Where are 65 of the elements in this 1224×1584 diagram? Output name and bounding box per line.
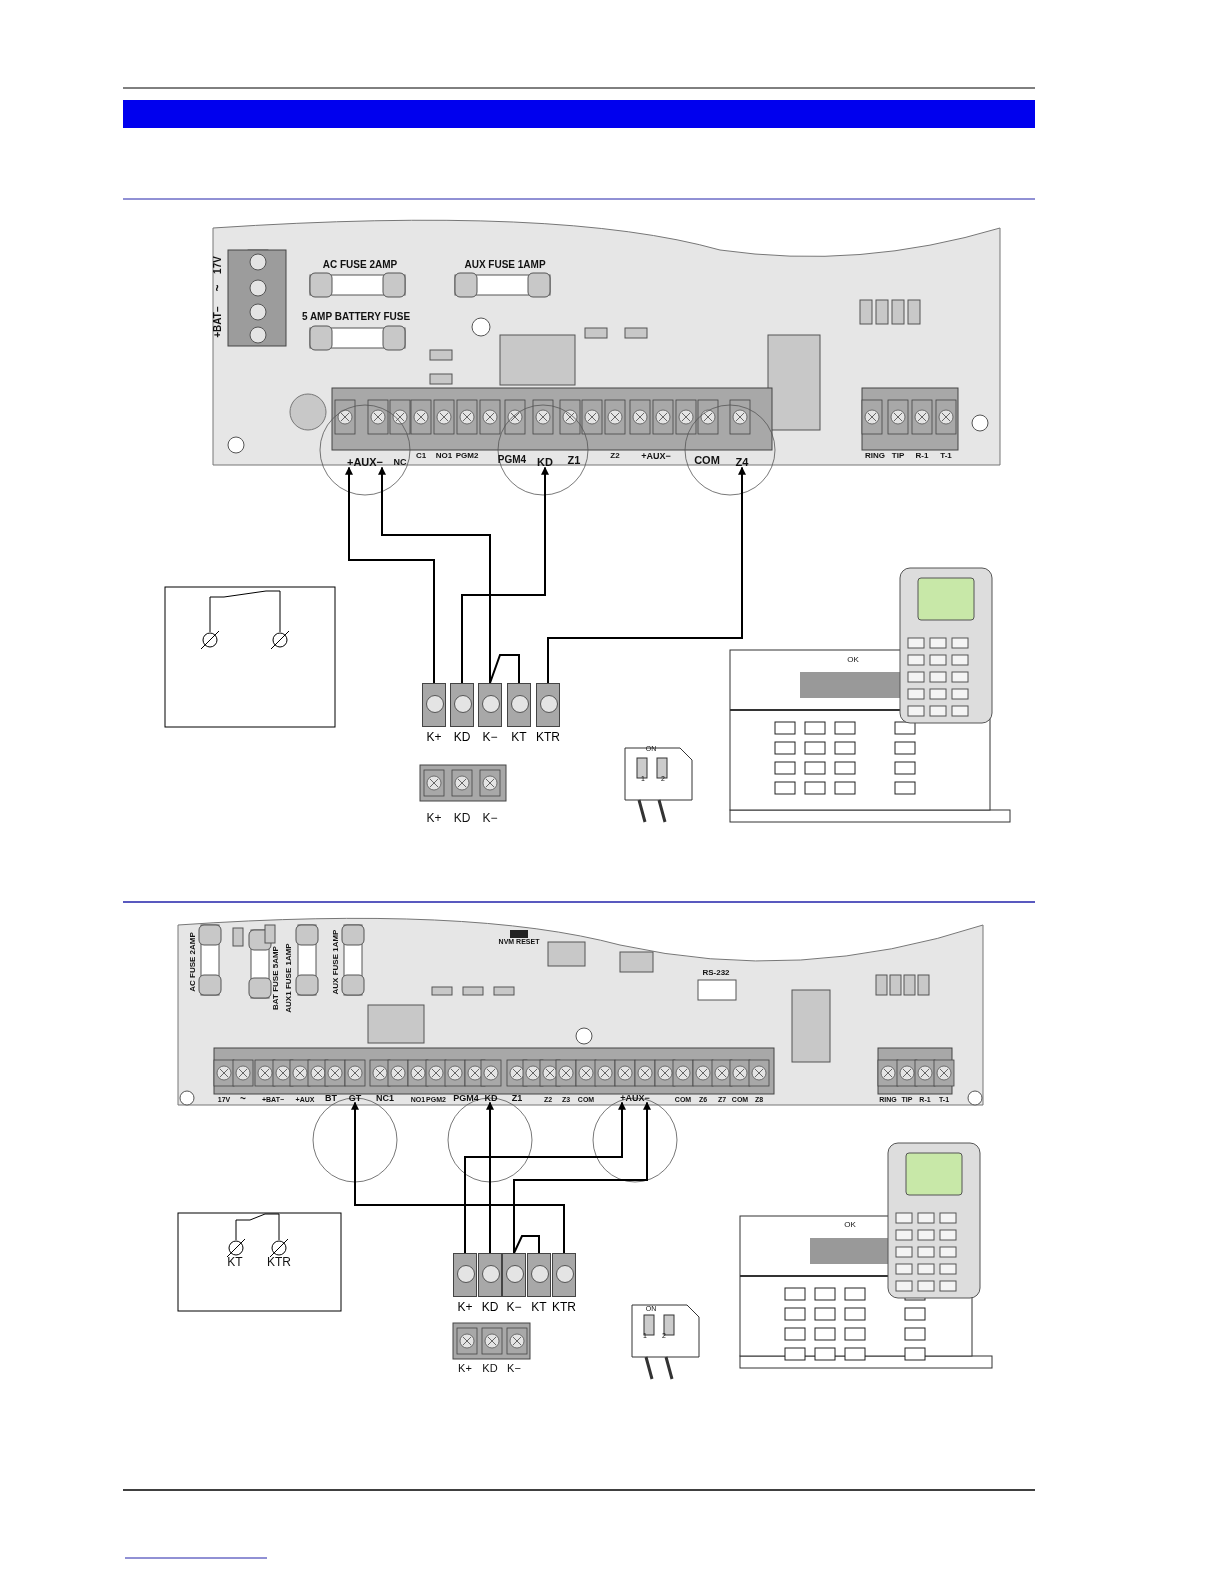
board-label: BAT FUSE 5AMP <box>272 946 280 1010</box>
terminal-label: K− <box>506 1300 522 1314</box>
terminal-label: KD <box>453 730 471 744</box>
board-label: Z1 <box>511 1093 523 1103</box>
board-label: +AUX− <box>641 451 671 461</box>
terminal-label: KTR <box>536 730 560 744</box>
board-label: Z2 <box>610 452 620 460</box>
board-label: PGM4 <box>453 1093 479 1103</box>
terminal-label: 17V <box>213 256 223 274</box>
terminal-label: KTR <box>267 1256 291 1268</box>
terminal-label: KT <box>511 730 527 744</box>
terminal-label: K+ <box>458 1362 472 1374</box>
wire <box>461 466 549 684</box>
terminal-label: KD <box>484 1093 498 1103</box>
wire <box>345 466 435 684</box>
wire <box>513 1235 540 1254</box>
terminal-label: KD <box>482 1362 498 1374</box>
terminal-label: K− <box>482 812 498 824</box>
terminal-label: GT <box>348 1093 362 1103</box>
board-label: 5 AMP BATTERY FUSE <box>301 312 411 322</box>
terminal-label: KD <box>453 812 471 824</box>
terminal-label: KT <box>227 1256 243 1268</box>
terminal-label: R-1 <box>915 452 929 460</box>
wire <box>486 1101 494 1254</box>
keypad-label: OK <box>847 656 859 664</box>
board-label: NC <box>393 457 407 467</box>
board-label: AUX1 FUSE 1AMP <box>285 943 293 1013</box>
terminal-label: K+ <box>426 812 442 824</box>
wire <box>351 1101 565 1254</box>
board-label: RING <box>865 452 885 460</box>
keypad-label: OK <box>844 1221 856 1229</box>
terminal-label: TIP <box>891 452 905 460</box>
board-label: Z1 <box>567 454 581 466</box>
board-label: AC FUSE 2AMP <box>322 260 398 270</box>
board-label: NC1 <box>376 1093 394 1103</box>
board-label: ~ <box>240 1094 246 1104</box>
terminal-label: K+ <box>426 730 442 744</box>
wire <box>513 1101 651 1254</box>
board-label: PGM4 <box>497 455 527 465</box>
terminal-label: T-1 <box>940 452 952 460</box>
board-label: BT <box>325 1093 337 1103</box>
terminal-label: K+ <box>457 1300 473 1314</box>
board-label: RS-232 <box>702 969 730 977</box>
terminal-label: K− <box>482 730 498 744</box>
terminal-label: +AUX− <box>346 456 384 468</box>
terminal-label: KTR <box>552 1300 576 1314</box>
terminal-label: K− <box>507 1362 521 1374</box>
board-label: C1 <box>415 452 427 460</box>
wire <box>464 1101 626 1254</box>
terminal-label: Z4 <box>735 456 749 468</box>
board-label: AUX FUSE 1AMP <box>464 260 546 270</box>
board-label: AC FUSE 2AMP <box>189 932 197 992</box>
wire <box>378 466 491 684</box>
wire <box>489 654 520 684</box>
board-label: NO1 <box>435 452 453 460</box>
terminal-label: +AUX− <box>620 1093 650 1103</box>
board-label: AUX FUSE 1AMP <box>332 929 340 995</box>
terminal-label: KD <box>481 1300 499 1314</box>
terminal-label: KT <box>531 1300 547 1314</box>
terminal-label: KD <box>537 456 553 468</box>
board-label: PGM2 <box>455 452 479 460</box>
wire <box>547 466 746 684</box>
terminal-label: +BAT− <box>213 306 223 338</box>
board-label: COM <box>694 454 720 466</box>
terminal-label: ~ <box>212 284 224 292</box>
